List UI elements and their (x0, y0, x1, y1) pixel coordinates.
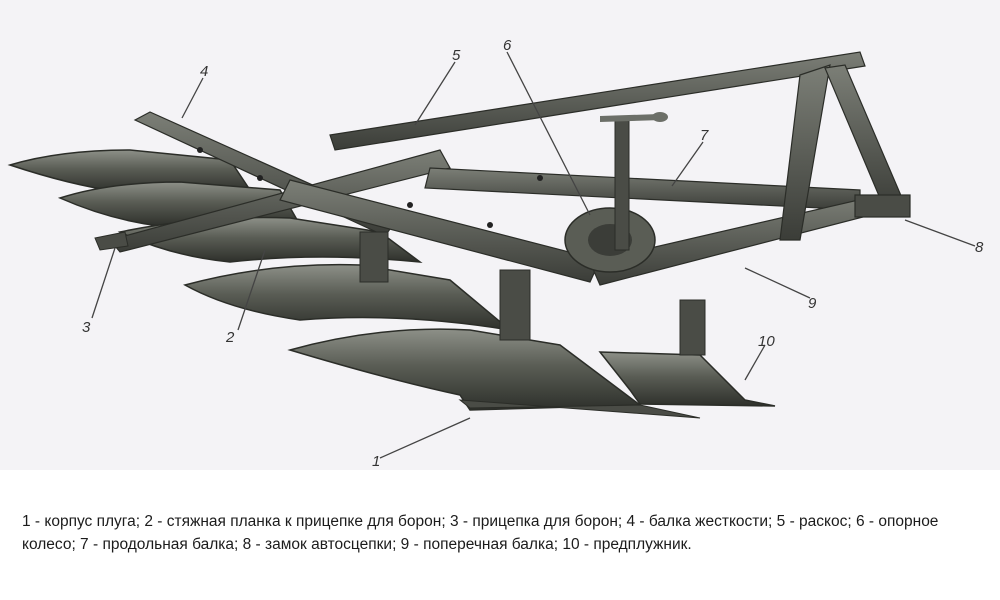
callout-1: 1 (372, 453, 380, 470)
callout-6: 6 (503, 37, 512, 54)
harrow-hitch (94, 231, 129, 251)
caption-text: 1 - корпус плуга; 2 - стяжная планка к п… (22, 513, 939, 553)
frame (94, 51, 911, 286)
callout-7: 7 (700, 127, 709, 144)
plow-diagram: 1 2 3 4 5 6 7 8 9 10 (7, 37, 984, 470)
leader-lines (91, 51, 976, 459)
callout-3: 3 (82, 319, 91, 336)
callout-5: 5 (452, 47, 461, 64)
caption-panel: 1 - корпус плуга; 2 - стяжная планка к п… (0, 470, 1000, 600)
diagonal-brace (329, 51, 866, 151)
support-wheel (564, 112, 668, 273)
a-frame-left (779, 64, 831, 241)
callout-10: 10 (758, 333, 775, 350)
callout-9: 9 (808, 295, 817, 312)
coupling-lock (854, 194, 911, 218)
callout-2: 2 (225, 329, 235, 346)
standards (359, 231, 706, 356)
plow-body-5 (287, 328, 643, 411)
callout-labels: 1 2 3 4 5 6 7 8 9 10 (82, 37, 984, 470)
callout-8: 8 (975, 239, 984, 256)
share-1 (458, 399, 701, 419)
plow-body-4 (183, 263, 513, 332)
plow-bodies (7, 149, 776, 419)
callout-4: 4 (200, 63, 208, 80)
cross-beam (279, 179, 601, 283)
